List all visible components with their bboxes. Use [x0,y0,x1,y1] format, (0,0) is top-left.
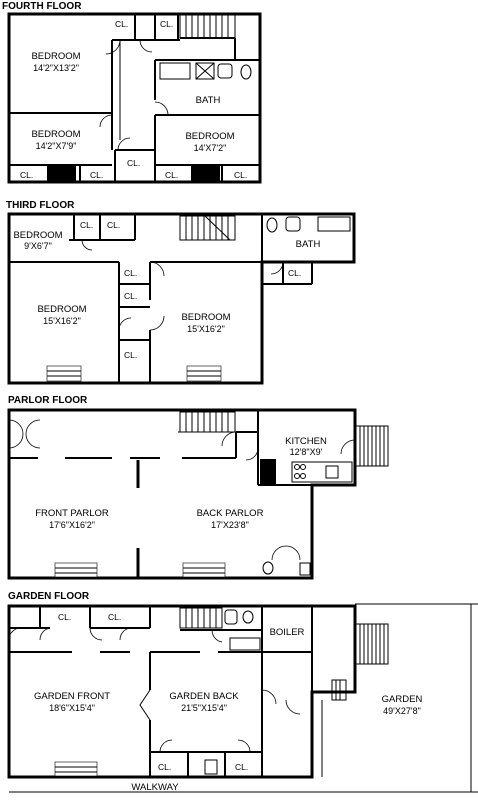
garden-name: GARDEN [382,694,423,705]
third-stairs [179,215,236,241]
parlor-kitchen-dim: 12'8"X9' [290,447,323,457]
fourth-closet-label: CL. [127,158,140,168]
back-parlor-dim: 17'X23'8" [211,520,249,530]
fourth-closet-label: CL. [90,170,103,180]
garden-closet-label: CL. [58,612,71,622]
garden-dim: 49'X27'8" [383,706,421,716]
third-bedroom1-dim: 9'X6'7" [24,241,52,251]
parlor-stairs [179,411,236,433]
fourth-bedroom2-dim: 14'2"X7'9" [36,141,77,151]
fourth-closet-label: CL. [234,170,247,180]
third-closet-label: CL. [80,220,93,230]
garden-back-dim: 21'5"X15'4" [181,703,227,713]
parlor-kitchen-name: KITCHEN [285,436,327,447]
fourth-closet-label: CL. [165,170,178,180]
third-bedroom3-name: BEDROOM [181,312,230,323]
parlor-floor-title: PARLOR FLOOR [8,395,88,406]
garden-front-name: GARDEN FRONT [34,691,110,702]
fourth-floor-title: FOURTH FLOOR [2,1,82,12]
fourth-bedroom3-dim: 14'X7'2" [194,143,227,153]
fourth-bedroom1-name: BEDROOM [31,51,80,62]
third-floor-title: THIRD FLOOR [6,200,75,211]
front-parlor-name: FRONT PARLOR [35,508,109,519]
parlor-floor: PARLOR FLOOR [7,395,389,580]
fourth-bedroom3-name: BEDROOM [185,131,234,142]
fourth-closet-label: CL. [115,19,128,29]
third-fireplaces [46,365,222,382]
garden-back-name: GARDEN BACK [169,691,239,702]
fourth-closet-label: CL. [20,170,33,180]
garden-closet-label: CL. [108,612,121,622]
garden-floor: GARDEN FLOOR [7,591,478,793]
garden-closet-label: CL. [158,762,171,772]
third-floor: THIRD FLOOR [6,200,356,385]
third-bedroom2-name: BEDROOM [37,304,86,315]
fourth-bedroom2-name: BEDROOM [31,129,80,140]
garden-stairs [179,607,223,629]
third-bedroom1-name: BEDROOM [13,230,62,241]
parlor-rear-stairs [355,425,389,467]
third-closet-label: CL. [124,291,137,301]
fourth-floor: FOURTH FLOOR [2,1,262,184]
garden-lot-outline [9,603,472,793]
walkway-label: WALKWAY [131,782,179,793]
third-bath-label: BATH [296,239,321,250]
fourth-stairs [179,13,236,60]
third-bedroom3-dim: 15'X16'2" [187,324,225,334]
garden-closet-label: CL. [235,762,248,772]
garden-rear-stairs [321,623,389,777]
front-parlor-dim: 17'6"X16'2" [49,520,95,530]
garden-bath-fixtures [204,609,261,775]
garden-front-dim: 18'6"X15'4" [49,703,95,713]
parlor-kitchen-fixtures [291,461,353,483]
fourth-bedroom1-dim: 14'2"X13'2" [33,63,79,73]
garden-floor-title: GARDEN FLOOR [8,591,90,602]
third-closet-label: CL. [124,268,137,278]
fourth-closet-label: CL. [160,19,173,29]
parlor-powder-fixtures [262,561,311,576]
third-closet-label: CL. [288,268,301,278]
third-bath-fixtures [266,216,351,233]
third-bedroom2-dim: 15'X16'2" [43,316,81,326]
fourth-bath-fixtures [159,62,252,80]
garden-fireplace [54,761,98,777]
third-closet-label: CL. [107,220,120,230]
third-closet-label: CL. [124,350,137,360]
parlor-fireplaces [54,562,226,578]
fourth-bath-label: BATH [196,95,221,106]
boiler-label: BOILER [270,627,305,638]
back-parlor-name: BACK PARLOR [197,508,264,519]
